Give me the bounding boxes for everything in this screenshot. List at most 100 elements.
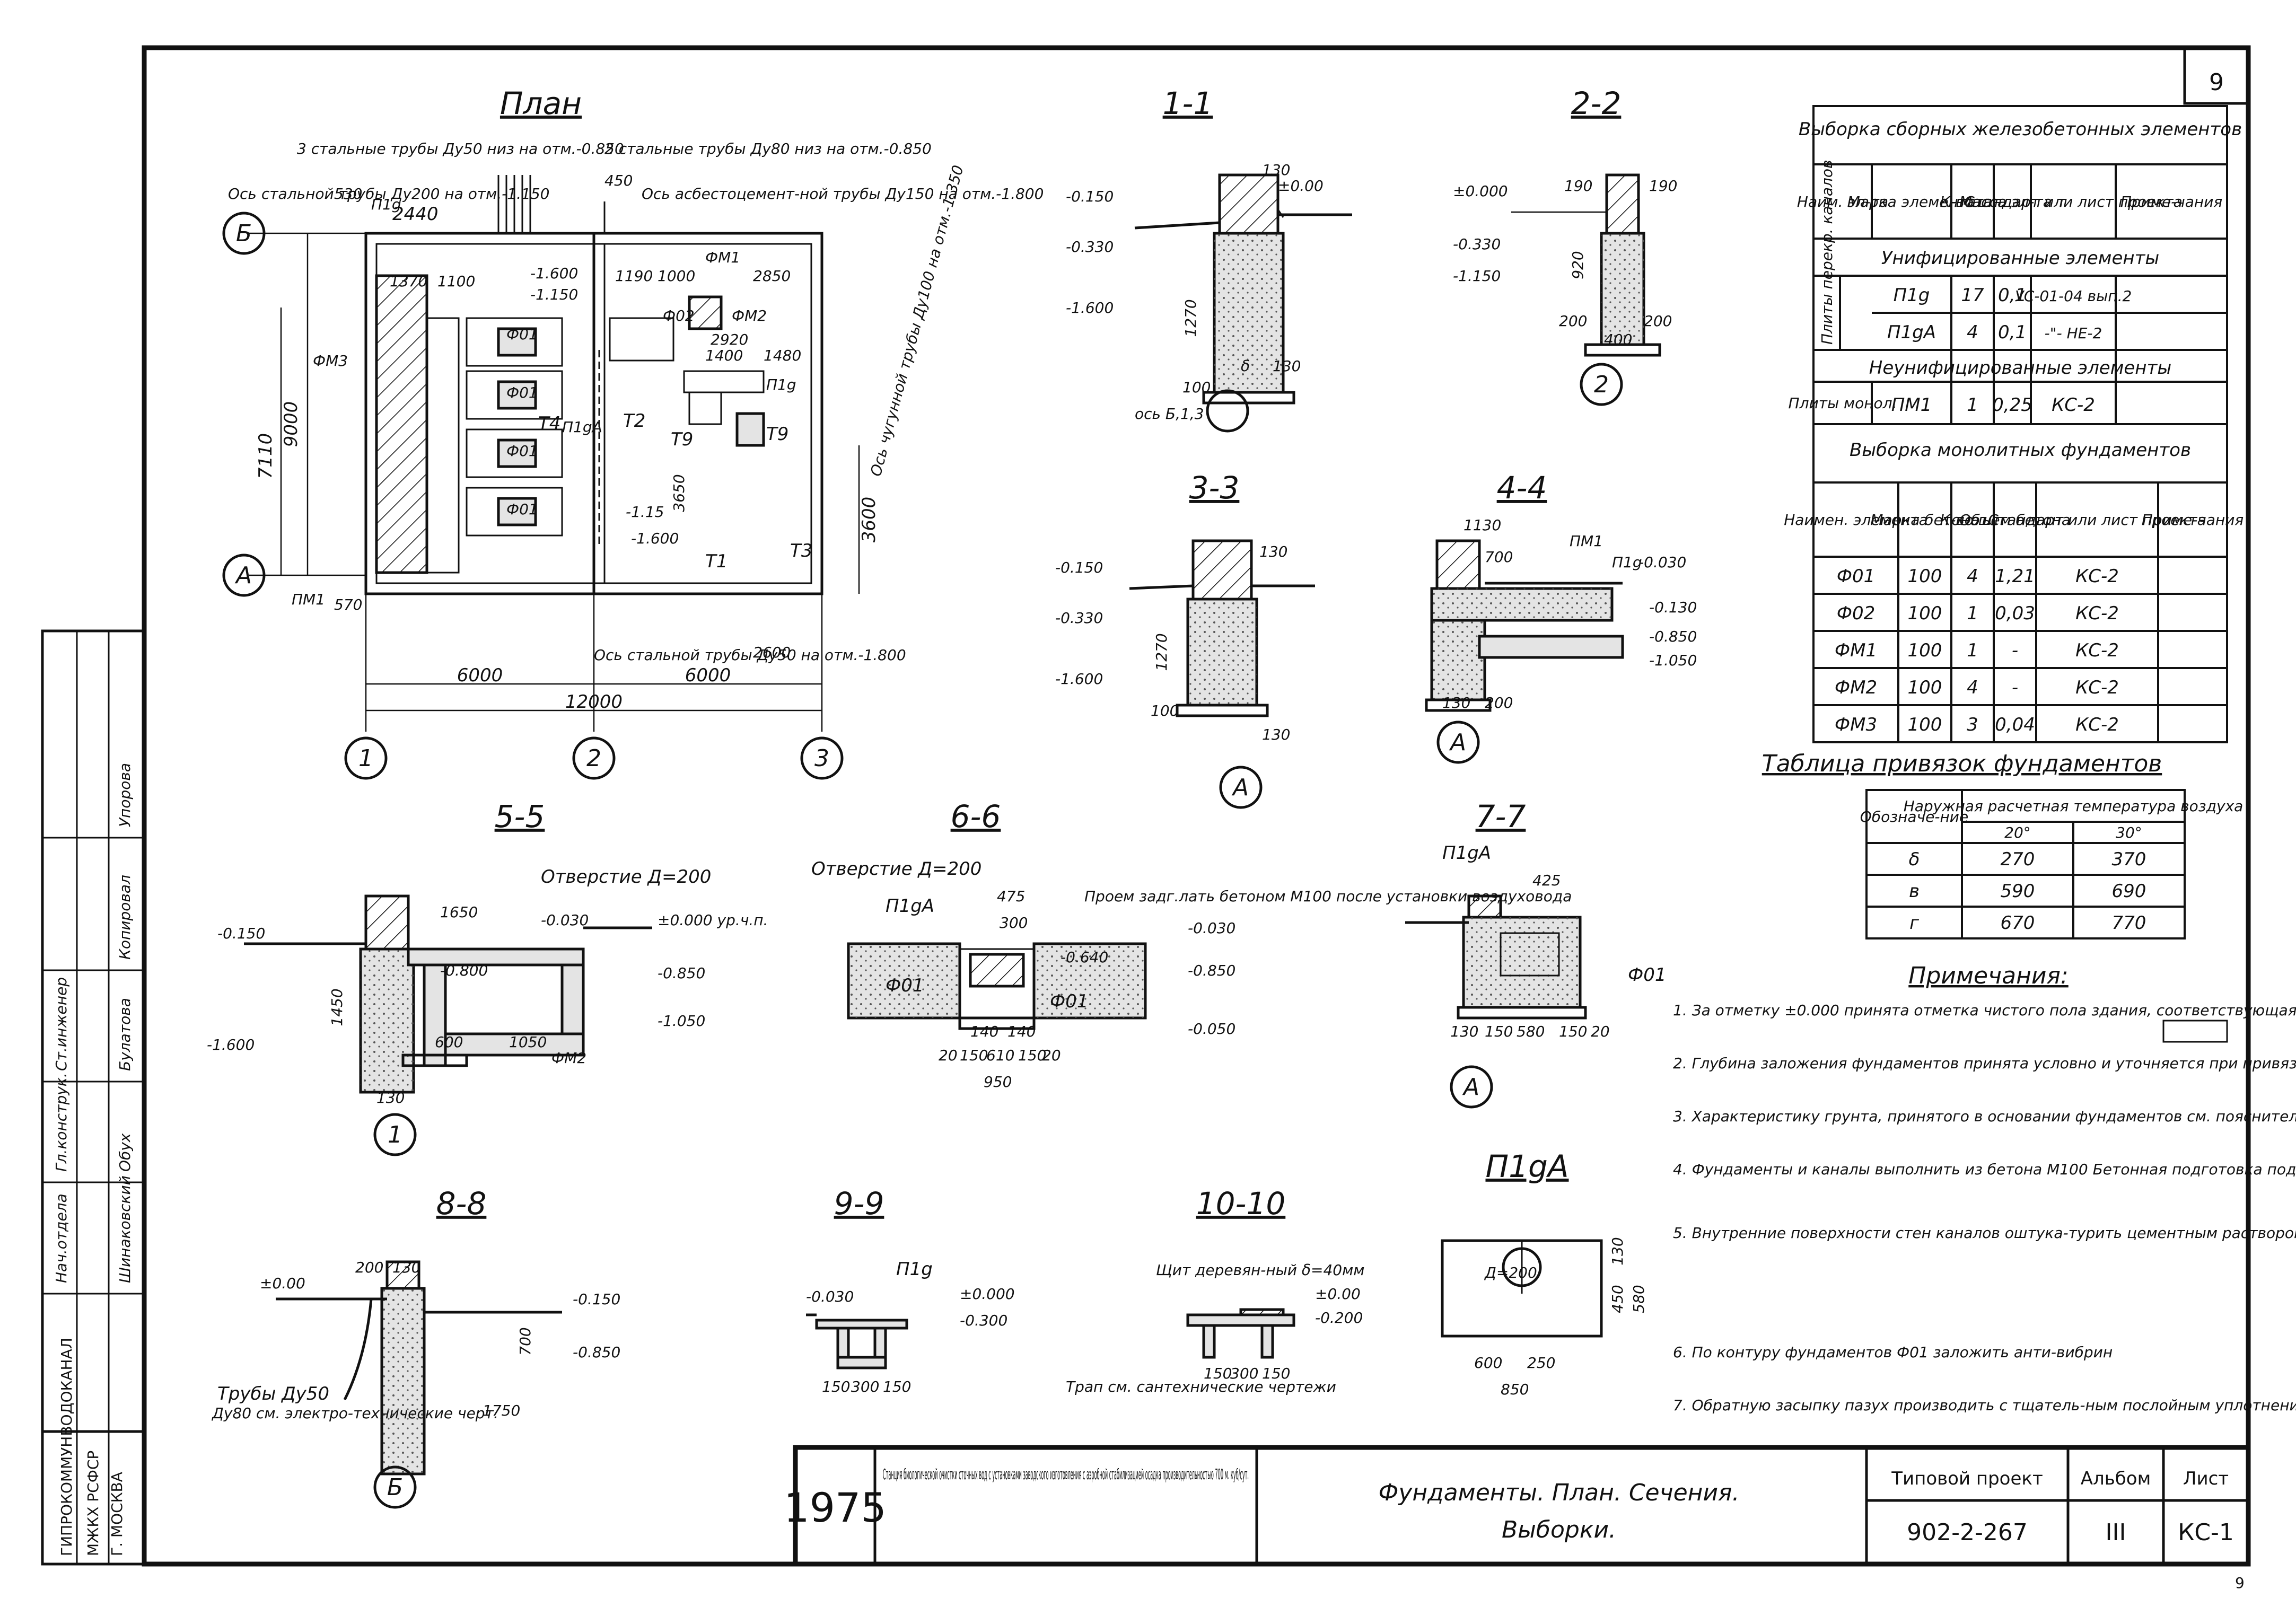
s66-label-f01a: Ф01 [886,975,924,996]
tm-r4-1: 100 [1908,714,1942,735]
s44-level-1: -0.130 [1649,599,1697,616]
plan-label-fm2: ФМ2 [732,307,767,324]
s1010-level-0: ±0.00 [1315,1285,1361,1303]
tp-h0: Наим. эл-та [1797,193,1888,210]
plan-dim-3600: 3600 [858,497,880,543]
plan-note-pipes-du80: 2 стальные трубы Ду80 низ на отм.-0.850 [604,140,932,157]
s55-level-6: -0.800 [440,962,488,979]
s55-level-0: ±0.000 ур.ч.п. [658,911,768,929]
table-precast: Выборка сборных железобетонных элементов… [1789,105,2242,425]
s1010-dim-300: 300 [1230,1365,1258,1382]
tm-r3-2: 4 [1967,677,1978,698]
axis-label-a: А [234,562,252,589]
s88-level-2: -0.850 [573,1343,620,1361]
s22-dim-190b: 190 [1649,177,1677,195]
sheet-number-box: 9 [2183,46,2250,105]
s22-dim-200a: 200 [1559,312,1587,330]
tm-r1-1: 100 [1908,603,1942,624]
tm-r2-0: ФМ1 [1835,640,1877,661]
plan-dim-9000: 9000 [281,401,302,447]
s66-dim-20b: 20 [1042,1047,1061,1064]
s11-dim-130b: 130 [1273,357,1301,375]
tm-r2-3: - [2012,640,2018,661]
tm-r0-2: 4 [1967,566,1978,587]
detail-p1ga-dim-580: 580 [1630,1285,1647,1313]
s55-level-5: -1.600 [207,1036,255,1053]
s1010-level-1: -0.200 [1315,1309,1363,1327]
plan-level-1150a: -1.150 [530,286,578,303]
s77-dim-130: 130 [1450,1023,1478,1040]
section-6-6: 6-6 Отверстие Д=200 П1gА Ф01 Ф01 Проем з… [811,798,1572,1091]
plan-dim-1100: 1100 [437,273,475,290]
s22-level-0: ±0.000 [1453,182,1508,200]
detail-p1ga-dim-600: 600 [1474,1354,1502,1372]
tp-h1: Марка элемента [1847,193,1976,210]
table-mono-title: Выборка монолитных фундаментов [1850,440,2191,461]
s88-label-pipes-ref: Ду80 см. электро-технические черт. [211,1404,498,1422]
stamp-role-1: Нач.отдела [52,1193,70,1283]
tp-u0-std: УС-01-04 вып.2 [2015,287,2132,305]
plan-dim-1370: 1370 [390,273,427,290]
s44-axis: А [1449,729,1466,756]
left-stamp: Нач.отдела Гл.конструк. Ст.инженер Шинак… [41,629,146,1566]
s66-dim-150b: 150 [1018,1047,1046,1064]
detail-p1ga-dim-250: 250 [1527,1354,1555,1372]
tp-n0-qty: 1 [1967,394,1978,416]
plan-label-t9a: Т9 [671,429,693,450]
detail-p1ga-title: П1gА [1485,1148,1568,1184]
tm-r4-2: 3 [1967,714,1978,735]
s11-dim-100: 100 [1182,379,1211,396]
plan-dim-2600: 2600 [753,644,791,661]
s22-level-2: -1.150 [1453,267,1501,285]
s55-dim-600: 600 [435,1033,463,1051]
tb-footer-page: 9 [2235,1574,2245,1592]
s55-level-1: -0.030 [541,911,589,929]
stamp-sign-4: Упорова [116,763,134,827]
tp-u1-std: -"- НЕ-2 [2045,324,2102,342]
org-line2: МЖКХ РСФСР [84,1451,102,1556]
section-5-5-title: 5-5 [495,798,545,835]
tb-r2-1: 670 [2001,912,2035,934]
s33-dim-100: 100 [1151,702,1179,719]
s11-dim-1270: 1270 [1182,299,1199,337]
s33-dim-130a: 130 [1259,543,1287,560]
s66-label-p1ga: П1gА [886,895,934,917]
section-10-10: 10-10 Щит деревян-ный δ=40мм Трап см. са… [1066,1186,1364,1395]
tb-col1: Обозначе-ние [1860,808,1968,826]
plan-title: План [500,85,582,121]
s88-dim-200: 200 [355,1259,383,1276]
stamp-role-3: Ст.инженер [52,977,70,1071]
axis-label-b: Б [236,220,252,247]
plan-label-t2a: Т2 [623,410,645,432]
s77-dim-150a: 150 [1485,1023,1513,1040]
plan-label-f01-3: Ф01 [506,442,538,460]
plan-note-pipe-du50-b: Ось стальной трубы Ду50 на отм.-1.800 [594,646,906,664]
note-1: 1. За отметку ±0.000 принята отметка чис… [1673,1002,2296,1019]
table-bindings-title: Таблица привязок фундаментов [1762,750,2162,777]
s44-label-pm1: ПМ1 [1570,532,1603,550]
detail-p1ga-dim-450: 450 [1609,1285,1626,1313]
plan-label-t9b: Т9 [766,424,788,445]
s77-label-f01: Ф01 [1628,964,1667,986]
title-block: 1975 Станция биологической очистки сточн… [784,1445,2251,1592]
table-monolithic: Выборка монолитных фундаментов Наимен. э… [1784,423,2244,743]
notes-title: Примечания: [1908,962,2069,989]
plan-dim-2920: 2920 [711,331,748,348]
tm-r0-1: 100 [1908,566,1942,587]
plan-label-p1g-1: П1g [371,196,401,213]
s1010-label-shield: Щит деревян-ный δ=40мм [1156,1261,1364,1279]
s11-level-3: -1.600 [1066,299,1114,317]
s33-level-1: -0.330 [1055,609,1103,627]
s33-dim-130b: 130 [1262,726,1290,743]
sheet-number: 9 [2209,69,2224,96]
tm-r3-4: КС-2 [2075,677,2119,698]
section-7-7-title: 7-7 [1476,798,1526,835]
tp-n0-std: КС-2 [2052,394,2095,416]
stamp-name-1: Шинаковский [116,1175,134,1283]
plan-dim-2850: 2850 [753,267,791,285]
tp-h2: К-во шт. [1940,193,2005,210]
tp-nonunified-title: Неунифицированные элементы [1869,357,2171,379]
note-4: 4. Фундаменты и каналы выполнить из бето… [1673,1161,2296,1178]
tm-h3: Объем бетона [1959,511,2071,529]
tm-r3-0: ФМ2 [1835,677,1877,698]
